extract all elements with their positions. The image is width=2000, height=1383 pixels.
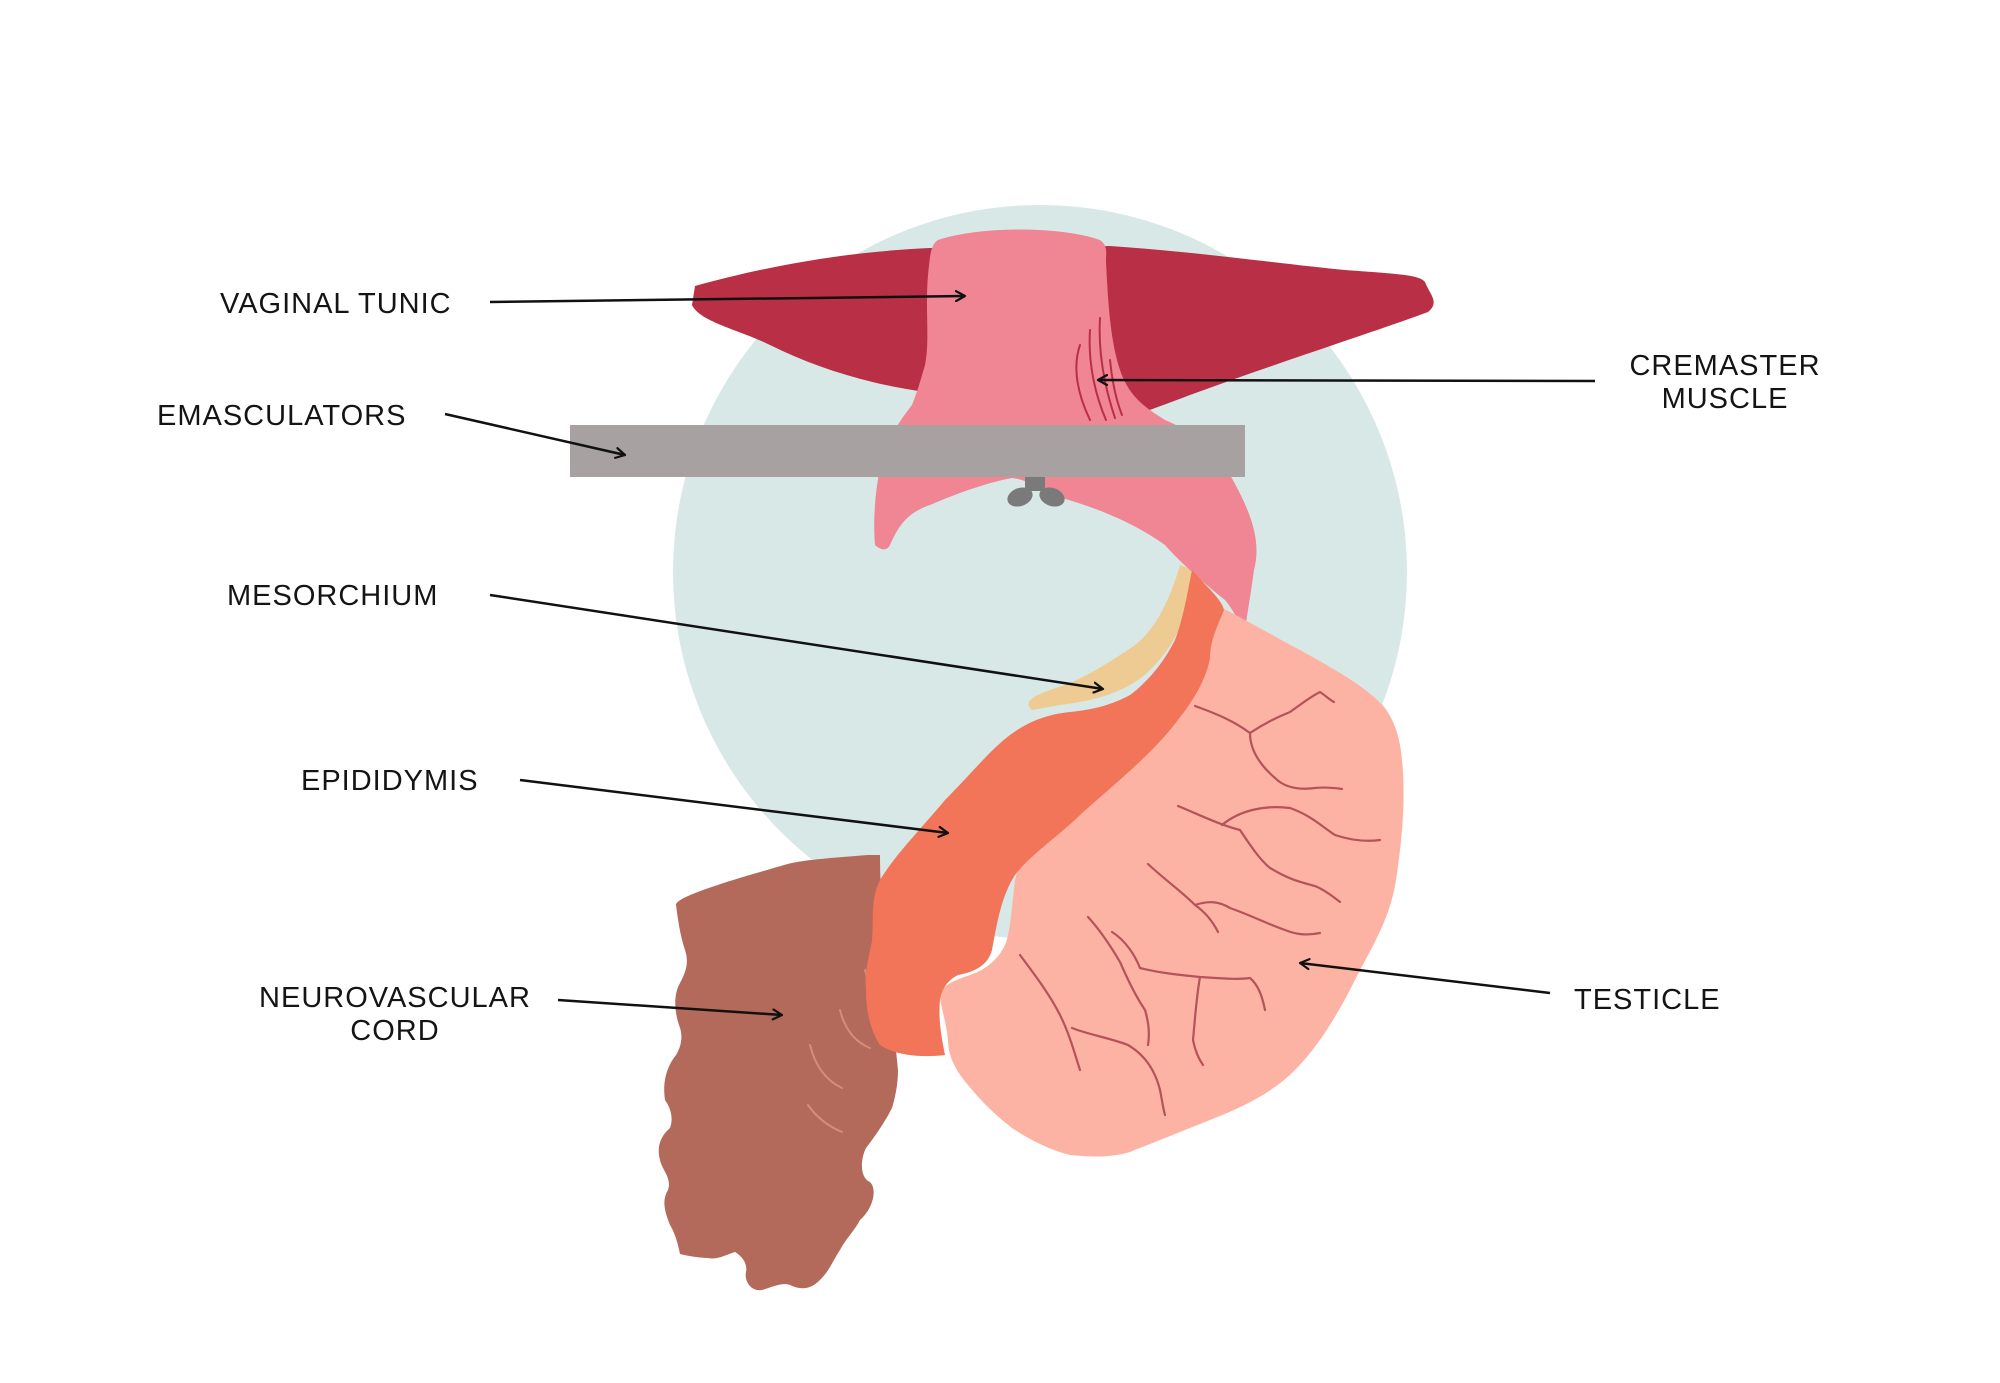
label-testicle: TESTICLE <box>1574 984 1721 1016</box>
arrow-testicle <box>1300 963 1551 995</box>
cremaster-fibres <box>1075 317 1123 421</box>
label-neurovascular-cord-line-2: CORD <box>350 1015 440 1047</box>
leader-arrows <box>444 296 1596 1015</box>
arrow-emasculators <box>444 412 625 455</box>
arrow-vaginal-tunic <box>489 296 965 304</box>
clamp-bolt <box>1007 477 1065 507</box>
emasculator-bar <box>570 425 1245 477</box>
label-epididymis: EPIDIDYMIS <box>301 765 479 797</box>
mesorchium-shape <box>1028 565 1195 710</box>
label-cremaster-muscle-line-1: CREMASTER <box>1629 350 1821 382</box>
label-mesorchium: MESORCHIUM <box>227 580 439 612</box>
label-neurovascular-cord-line-1: NEUROVASCULAR <box>259 982 531 1014</box>
testicle-shape <box>940 598 1404 1157</box>
arrow-neurovascular-cord <box>557 998 782 1015</box>
epididymis-shape <box>865 570 1224 1057</box>
label-cremaster-muscle: CREMASTER MUSCLE <box>1610 350 1840 416</box>
label-emasculators: EMASCULATORS <box>157 400 407 432</box>
label-neurovascular-cord: NEUROVASCULAR CORD <box>255 982 535 1048</box>
arrow-cremaster-muscle <box>1098 380 1596 381</box>
testicle-vessels <box>1018 690 1382 1117</box>
arrow-mesorchium <box>489 593 1103 689</box>
neurovascular-cord-shape <box>658 855 898 1291</box>
arrow-epididymis <box>519 778 948 833</box>
label-vaginal-tunic: VAGINAL TUNIC <box>220 288 452 320</box>
label-cremaster-muscle-line-2: MUSCLE <box>1661 383 1789 415</box>
